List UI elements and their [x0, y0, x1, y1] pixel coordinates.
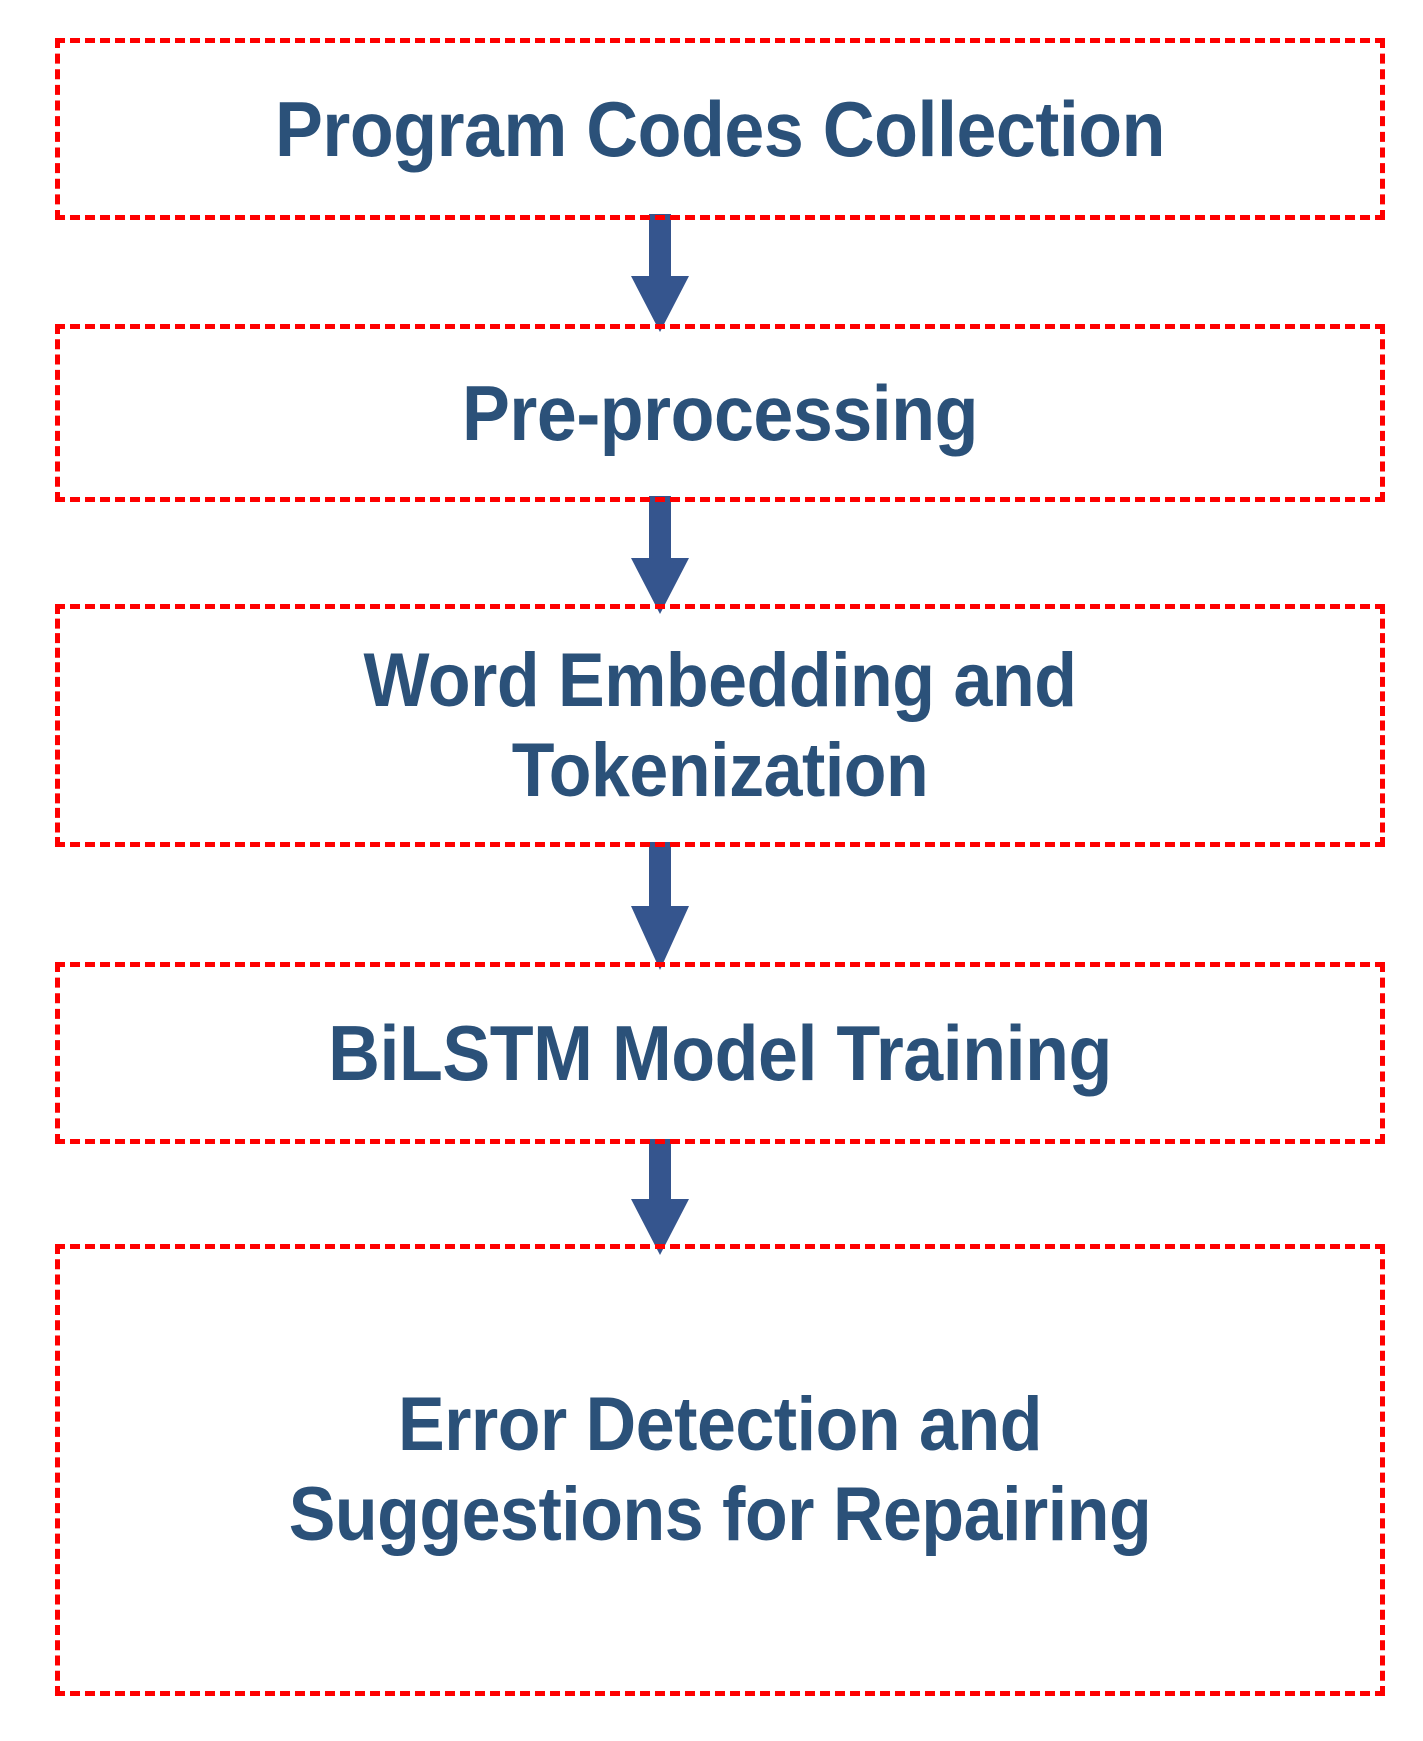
flow-node-pre-processing[interactable]: Pre-processing — [55, 324, 1385, 502]
flow-node-label: BiLSTM Model Training — [328, 1008, 1112, 1097]
flow-node-label: Word Embedding and Tokenization — [363, 637, 1077, 813]
flow-node-program-codes-collection[interactable]: Program Codes Collection — [55, 38, 1385, 220]
flow-node-word-embedding-and-tokenization[interactable]: Word Embedding and Tokenization — [55, 604, 1385, 847]
flow-arrow-down-1 — [0, 214, 1423, 332]
flow-node-bilstm-model-training[interactable]: BiLSTM Model Training — [55, 962, 1385, 1144]
flow-node-label: Program Codes Collection — [274, 84, 1166, 173]
flow-arrow-down-3 — [0, 842, 1423, 970]
flow-node-label: Error Detection and Suggestions for Repa… — [288, 1382, 1152, 1557]
flow-node-error-detection-and-suggestions-for-repairing[interactable]: Error Detection and Suggestions for Repa… — [55, 1244, 1385, 1696]
flow-arrow-down-4 — [0, 1139, 1423, 1255]
flow-node-label: Pre-processing — [461, 368, 979, 457]
flow-arrow-down-2 — [0, 496, 1423, 614]
